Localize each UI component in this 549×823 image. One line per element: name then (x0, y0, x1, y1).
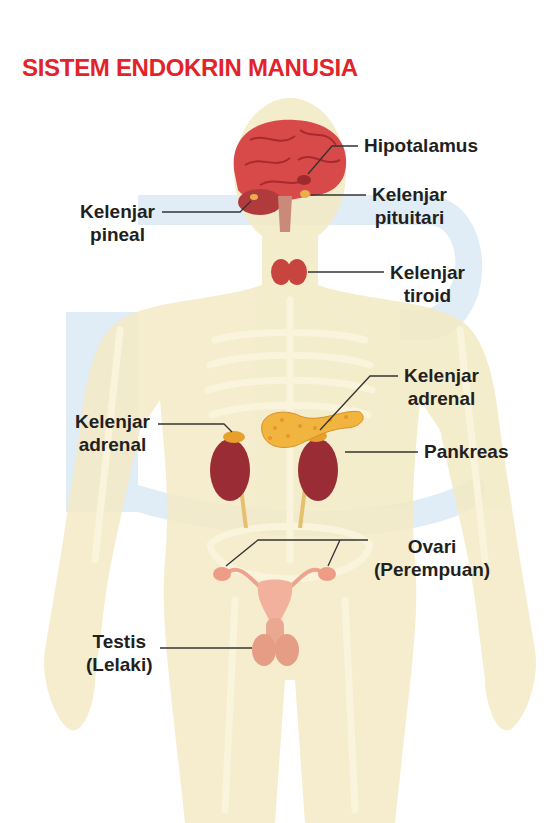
pineal (250, 194, 258, 200)
hypothalamus (297, 175, 311, 185)
organ-label: Kelenjar tiroid (390, 261, 465, 307)
leader-line (308, 271, 384, 272)
diagram-title: SISTEM ENDOKRIN MANUSIA (22, 54, 358, 82)
adrenal-gland (223, 431, 245, 443)
uterus (258, 580, 293, 623)
cerebrum (234, 120, 346, 202)
male-organs (252, 618, 299, 666)
brain-folds (245, 130, 340, 185)
pancreas (262, 411, 364, 447)
thyroid-lobe (287, 259, 307, 285)
organ-label: Kelenjar pituitari (372, 183, 447, 229)
pancreas-shape (262, 411, 364, 447)
pituitary (300, 190, 310, 198)
organ-label: Pankreas (424, 440, 509, 463)
leader-line (160, 647, 252, 648)
pancreas-texture (268, 415, 348, 440)
thyroid (271, 259, 307, 285)
ureter (240, 480, 306, 528)
cerebellum (238, 189, 282, 215)
organ-label: Kelenjar adrenal (75, 410, 150, 456)
leader-line (311, 194, 366, 195)
organ-label: Kelenjar pineal (80, 200, 155, 246)
neck-shape (262, 228, 318, 292)
ovary (318, 567, 336, 581)
female-organs (213, 567, 336, 622)
leader-line (345, 451, 418, 452)
brain (234, 120, 346, 232)
ovary (213, 567, 231, 581)
leader-line (162, 201, 251, 212)
kidney (210, 439, 250, 501)
testis (252, 634, 276, 666)
head-shape (234, 98, 346, 246)
organ-label: Kelenjar adrenal (404, 364, 479, 410)
organ-label: Testis (Lelaki) (86, 630, 153, 676)
organ-label: Ovari (Perempuan) (374, 535, 490, 581)
leader-line (320, 376, 398, 430)
torso-shape (44, 285, 536, 823)
leader-line (226, 540, 368, 566)
brainstem (278, 196, 292, 232)
leader-line (308, 146, 358, 174)
body-silhouette (44, 98, 536, 823)
organ-label: Hipotalamus (364, 134, 478, 157)
kidney (298, 439, 338, 501)
testis (275, 634, 299, 666)
leader-line (158, 424, 232, 432)
